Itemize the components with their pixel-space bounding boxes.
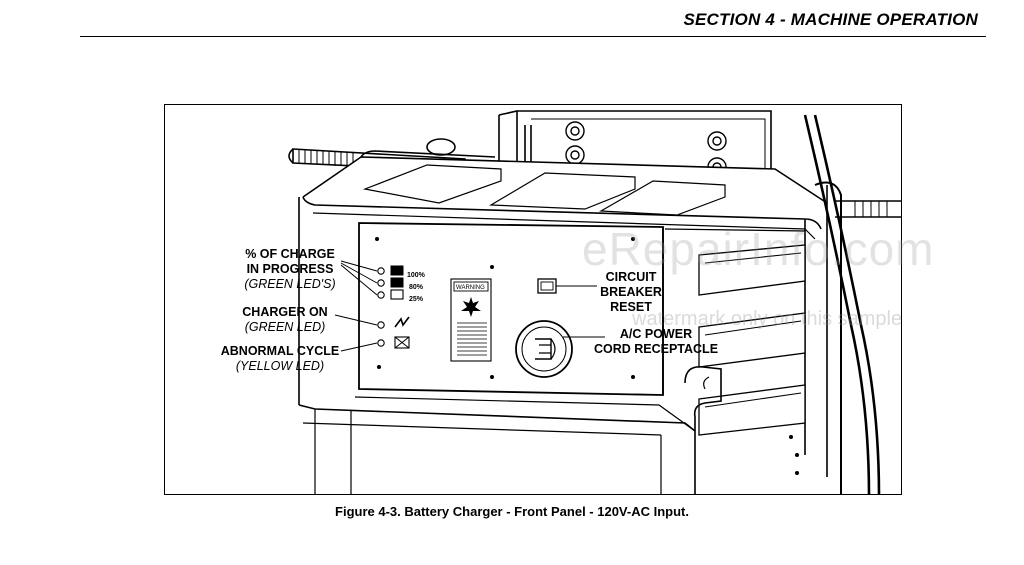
watermark-note: watermark only on this sample (632, 308, 903, 330)
callout-charge-progress-sub: (GREEN LED'S) (244, 277, 336, 291)
label-pct-80: 80% (409, 284, 424, 291)
callout-charge-progress: % OF CHARGE IN PROGRESS (GREEN LED'S) (235, 247, 345, 292)
callout-charger-on: CHARGER ON (GREEN LED) (235, 305, 335, 335)
callout-circuit-breaker-line2: BREAKER (600, 285, 662, 299)
warning-label-text: WARNING (456, 285, 485, 291)
callout-charge-progress-line1: % OF CHARGE (245, 247, 335, 261)
callout-circuit-breaker-line3: RESET (610, 300, 652, 314)
callout-charger-on-sub: (GREEN LED) (244, 320, 326, 334)
watermark-site: eRepairInfo.com (582, 223, 935, 275)
callout-circuit-breaker-line1: CIRCUIT (605, 270, 657, 284)
label-pct-100: 100% (407, 272, 426, 279)
section-title: SECTION 4 - MACHINE OPERATION (683, 10, 978, 29)
figure-battery-charger: 100% 80% 25% WARNING % OF CHARGE IN PROG… (164, 104, 902, 495)
callout-abnormal-cycle: ABNORMAL CYCLE (YELLOW LED) (215, 344, 345, 374)
battery-charger-illustration: 100% 80% 25% WARNING (288, 110, 901, 494)
header-divider (80, 36, 986, 37)
callout-ac-power-line2: CORD RECEPTACLE (593, 342, 719, 356)
callout-circuit-breaker: CIRCUIT BREAKER RESET (595, 270, 667, 315)
callout-abnormal-cycle-title: ABNORMAL CYCLE (220, 344, 340, 358)
figure-caption: Figure 4-3. Battery Charger - Front Pane… (335, 504, 689, 519)
callout-ac-power: A/C POWER CORD RECEPTACLE (591, 327, 721, 357)
callout-ac-power-line1: A/C POWER (619, 327, 693, 341)
callout-charge-progress-line2: IN PROGRESS (246, 262, 334, 276)
label-pct-25: 25% (409, 296, 424, 303)
callout-charger-on-title: CHARGER ON (242, 305, 328, 319)
callout-abnormal-cycle-sub: (YELLOW LED) (235, 359, 325, 373)
